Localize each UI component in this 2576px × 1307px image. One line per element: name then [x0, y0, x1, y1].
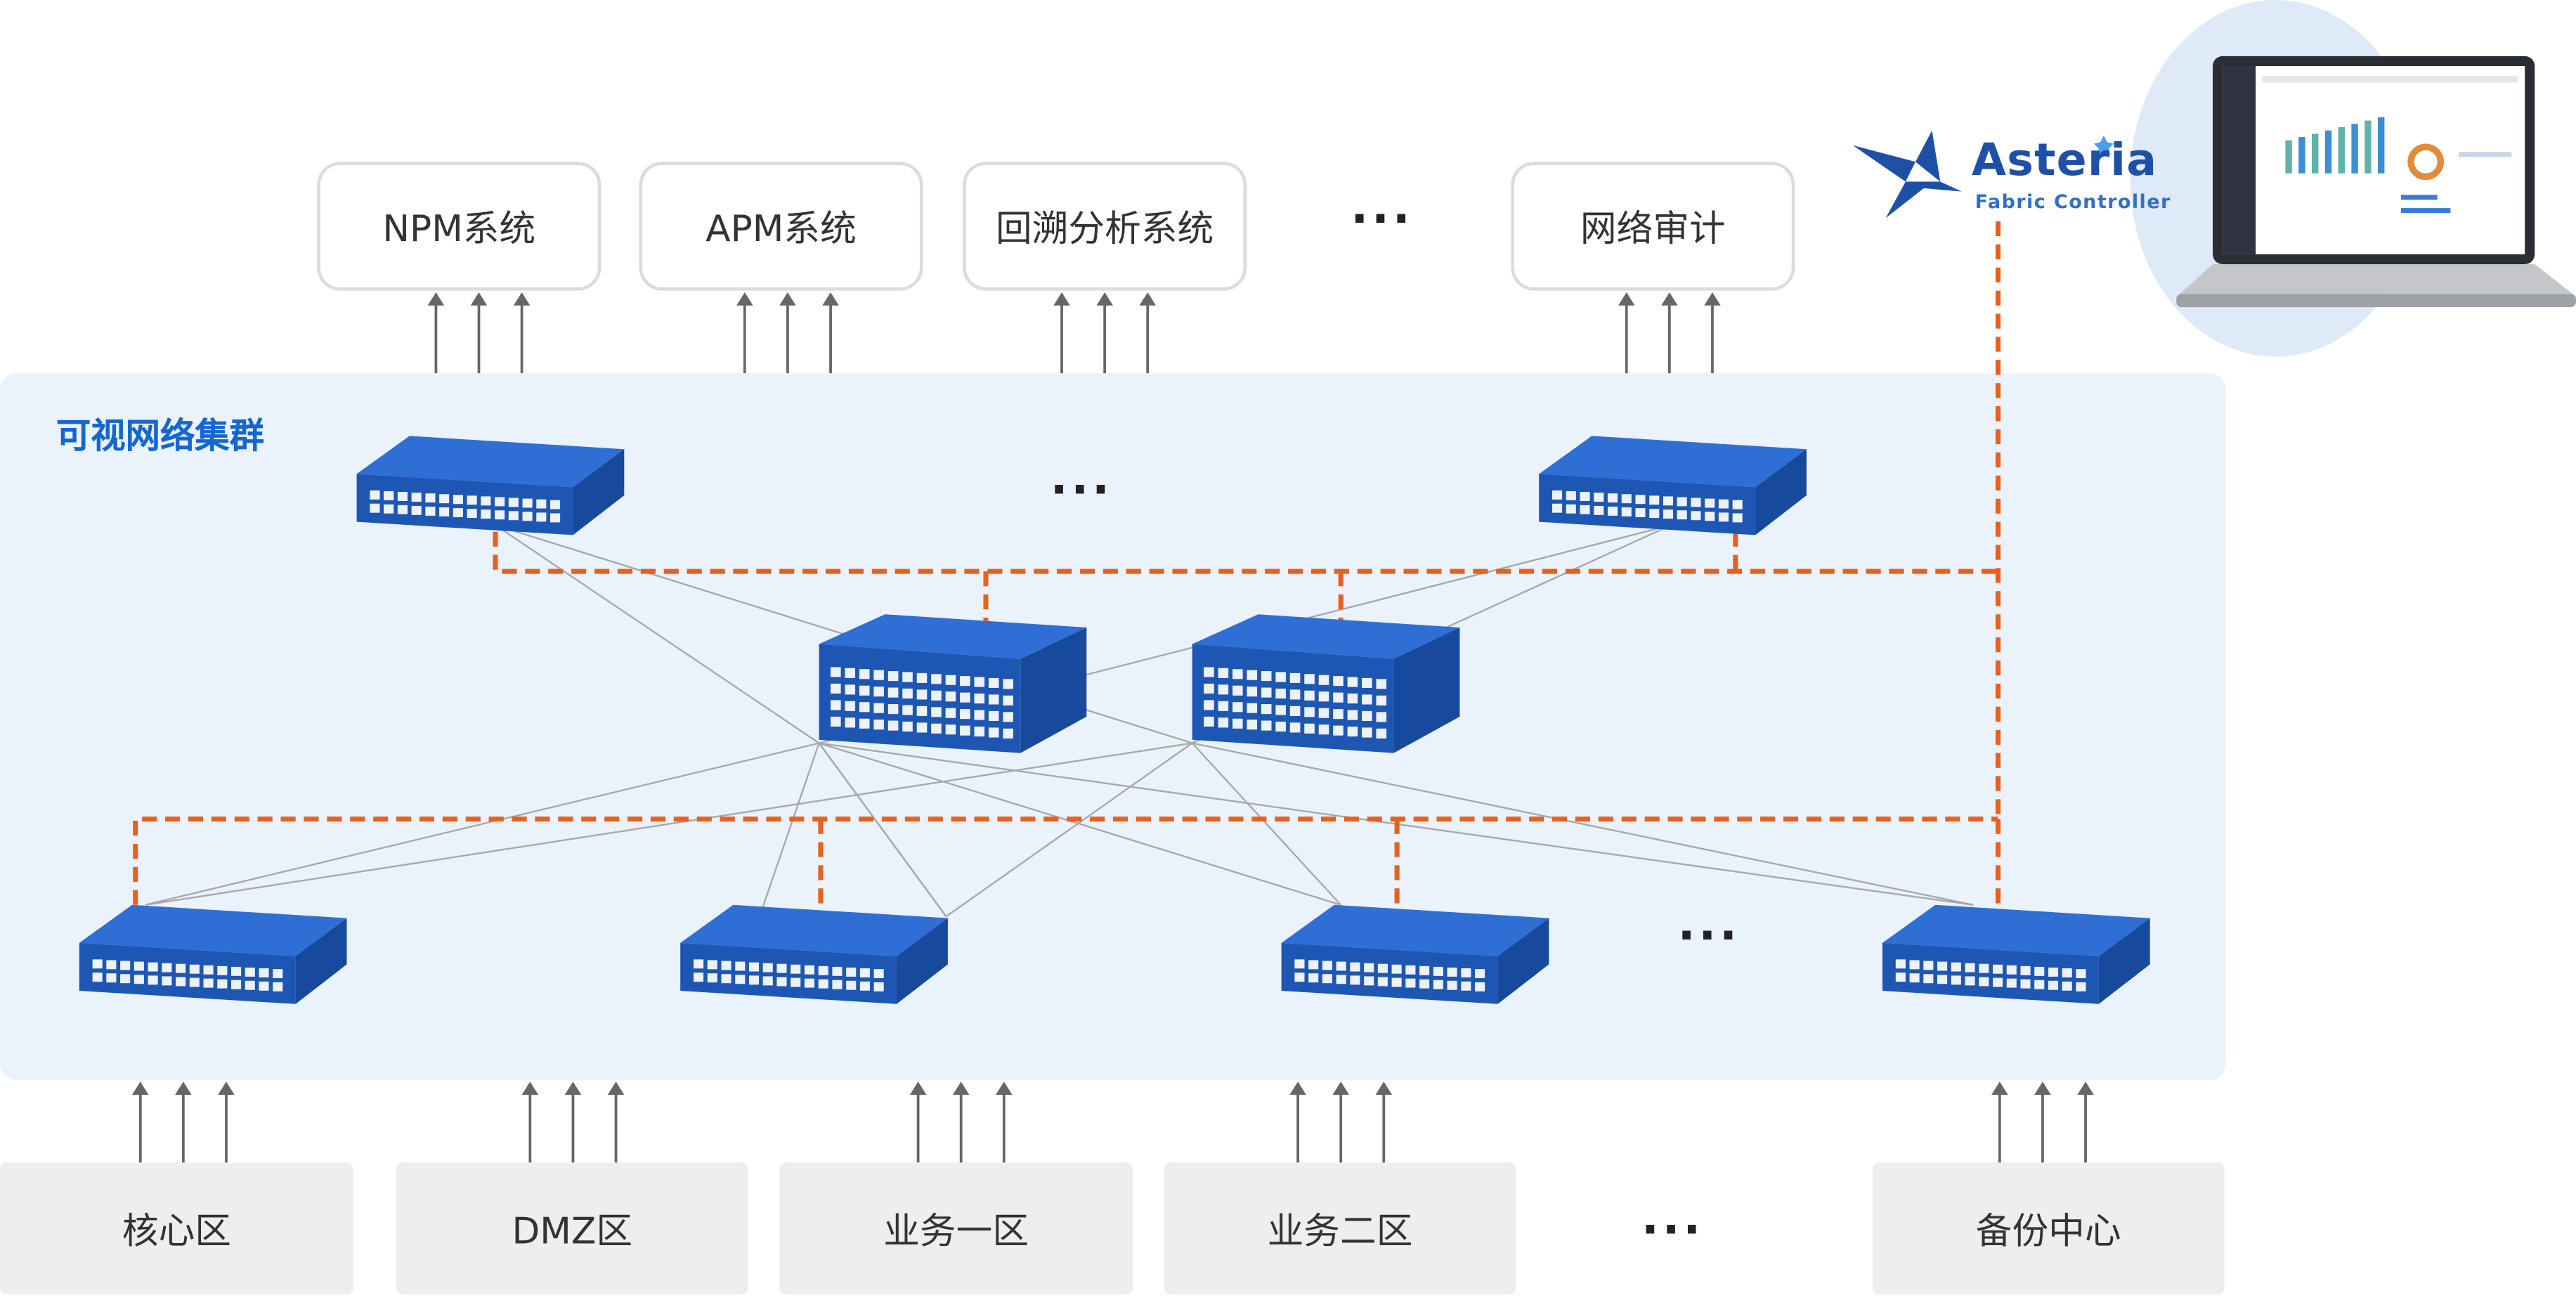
arrows-audit-up-arrow-icon-0 [1618, 292, 1635, 306]
management-line-5 [133, 817, 1998, 905]
laptop-legend [2459, 152, 2512, 157]
arrows-dmz-up-arrow-icon-1 [564, 1081, 582, 1095]
mesh-link-8 [145, 742, 1192, 906]
logo-star-icon [2093, 135, 2114, 155]
zone-business-1-label: 业务一区 [883, 1211, 1029, 1254]
mesh-link-10 [1191, 742, 1342, 906]
zone-core: 核心区 [0, 1162, 353, 1295]
tools-ellipsis: ··· [1351, 191, 1414, 247]
arrows-dmz-up-arrow-icon-0 [521, 1081, 539, 1095]
arrows-npm-up-arrow-icon-0 [427, 292, 445, 306]
core-switch-left [819, 614, 1087, 753]
arrows-biz2-up-arrow-icon-2 [1375, 1081, 1393, 1095]
access-switch-1 [79, 904, 347, 1004]
tool-audit-label: 网络审计 [1580, 209, 1726, 252]
laptop-screen-header [2262, 76, 2518, 83]
arrows-biz2-up-arrow-icon-1 [1332, 1081, 1349, 1095]
mesh-link-6 [819, 742, 1341, 906]
arrows-core-up-arrow-icon-2 [218, 1081, 235, 1095]
mesh-link-9 [945, 742, 1193, 918]
laptop-base [2176, 294, 2576, 308]
arrows-backtrack-up-arrow-icon-2 [1139, 292, 1156, 306]
access-switch-3 [1281, 904, 1549, 1004]
laptop-row-2 [2400, 208, 2451, 214]
core-switch-right [1192, 614, 1460, 753]
zone-business-2-label: 业务二区 [1267, 1211, 1413, 1254]
arrows-biz1-up-arrow-icon-1 [952, 1081, 970, 1095]
zone-business-1: 业务一区 [779, 1162, 1133, 1295]
mesh-link-4 [145, 742, 819, 906]
tool-backtrack-label: 回溯分析系统 [996, 209, 1214, 252]
cluster-ellipsis-bottom: ··· [1677, 908, 1741, 963]
laptop-chart-bar-6 [2364, 120, 2372, 174]
arrows-apm-up-arrow-icon-1 [779, 292, 796, 306]
tool-backtrack: 回溯分析系统 [963, 162, 1247, 291]
tool-audit: 网络审计 [1511, 162, 1795, 291]
arrows-apm-up-arrow-icon-0 [736, 292, 753, 306]
arrows-npm-up-arrow-icon-2 [513, 292, 531, 306]
zone-core-label: 核心区 [122, 1211, 231, 1254]
arrows-backtrack-up-arrow-icon-1 [1096, 292, 1113, 306]
laptop-donut [2407, 143, 2444, 181]
tool-npm-label: NPM系统 [382, 209, 536, 252]
zone-backup-label: 备份中心 [1975, 1211, 2121, 1254]
cluster-switch-top-left [356, 436, 625, 535]
arrows-npm-up-arrow-icon-1 [470, 292, 488, 306]
asteria-logo-icon [1852, 130, 1962, 219]
zones-ellipsis: ··· [1641, 1202, 1705, 1257]
laptop-screen [2223, 66, 2525, 254]
laptop-chart-bar-4 [2338, 126, 2345, 174]
arrows-backup-up-arrow-icon-0 [1991, 1081, 2008, 1095]
logo-name: Asteria [1971, 135, 2158, 187]
laptop-chart-bar-0 [2285, 140, 2292, 174]
arrows-biz1-up-arrow-icon-2 [996, 1081, 1013, 1095]
arrows-backup-up-arrow-icon-1 [2034, 1081, 2051, 1095]
mesh-link-0 [495, 524, 820, 744]
zone-business-2: 业务二区 [1164, 1162, 1516, 1295]
arrows-audit-up-arrow-icon-2 [1704, 292, 1721, 306]
arrows-backup-up-arrow-icon-2 [2077, 1081, 2094, 1095]
laptop-chart-bar-3 [2324, 130, 2332, 174]
zone-dmz-label: DMZ区 [512, 1211, 633, 1254]
tool-apm: APM系统 [639, 162, 923, 291]
management-line-1 [493, 531, 1998, 574]
laptop-chart-bar-2 [2311, 134, 2319, 174]
mesh-link-11 [1192, 742, 1974, 906]
access-switch-4 [1882, 904, 2150, 1004]
zone-dmz: DMZ区 [396, 1162, 748, 1295]
cluster-label: 可视网络集群 [56, 416, 264, 456]
laptop-screen-sidebar [2223, 66, 2256, 254]
cluster-switch-top-right [1539, 436, 1807, 535]
laptop-chart-bar-5 [2351, 124, 2358, 174]
tool-npm: NPM系统 [317, 162, 601, 291]
laptop-keyboard-deck [2179, 264, 2573, 294]
arrows-biz1-up-arrow-icon-0 [909, 1081, 927, 1095]
asteria-logo-cut [1905, 162, 1941, 182]
logo-subtitle: Fabric Controller [1975, 190, 2171, 214]
arrows-core-up-arrow-icon-0 [132, 1081, 149, 1095]
laptop-chart-bar-1 [2298, 137, 2305, 174]
arrows-apm-up-arrow-icon-2 [822, 292, 839, 306]
laptop-row-1 [2400, 195, 2438, 200]
laptop-chart-bar-7 [2377, 117, 2385, 174]
cluster-ellipsis-top: ··· [1050, 462, 1113, 517]
mesh-link-12 [818, 742, 947, 917]
arrows-backtrack-up-arrow-icon-0 [1053, 292, 1070, 306]
tool-apm-label: APM系统 [705, 209, 857, 252]
zone-backup: 备份中心 [1872, 1162, 2225, 1295]
access-switch-2 [680, 904, 948, 1004]
arrows-dmz-up-arrow-icon-2 [607, 1081, 625, 1095]
arrows-audit-up-arrow-icon-1 [1661, 292, 1678, 306]
arrows-core-up-arrow-icon-1 [175, 1081, 192, 1095]
arrows-biz2-up-arrow-icon-0 [1289, 1081, 1306, 1095]
mesh-link-13 [758, 743, 820, 917]
